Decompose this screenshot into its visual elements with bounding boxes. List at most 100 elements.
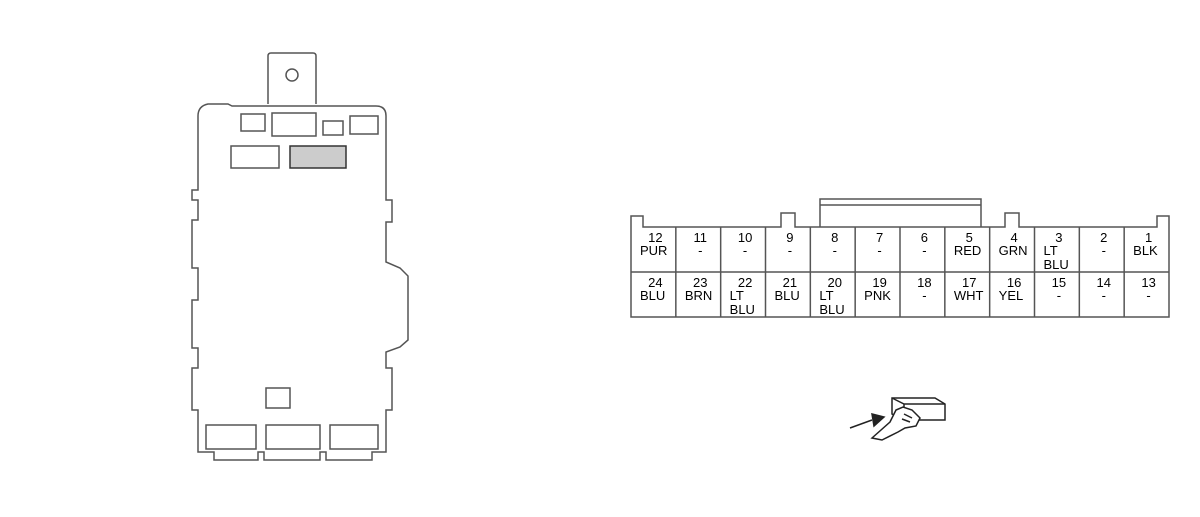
pin-number: 16 [1007, 275, 1021, 290]
pin-wire-color: - [698, 243, 702, 258]
pin-number: 22 [738, 275, 752, 290]
pin-wire-color: - [833, 243, 837, 258]
pin-cell-15: 15- [1052, 275, 1066, 303]
highlighted-connector [289, 145, 347, 169]
pin-number: 18 [917, 275, 931, 290]
housing-slot-5 [230, 145, 280, 169]
pin-number: 8 [831, 230, 838, 245]
pin-number: 14 [1097, 275, 1111, 290]
pin-wire-color: BLU [640, 288, 665, 303]
pin-wire-color: BLU [775, 288, 800, 303]
pin-wire-color: - [1057, 288, 1061, 303]
pin-number: 10 [738, 230, 752, 245]
connector-face [630, 198, 1170, 318]
pin-wire-color: WHT [954, 288, 984, 303]
pin-wire-color: RED [954, 243, 981, 258]
housing-outline [191, 103, 409, 461]
pin-number: 1 [1145, 230, 1152, 245]
housing-slot-2 [271, 112, 317, 137]
mounting-hole [285, 68, 299, 82]
pin-wire-color: BLK [1133, 243, 1158, 258]
view-arrow-head [871, 412, 886, 428]
mounting-tab [267, 52, 317, 104]
pin-number: 4 [1010, 230, 1017, 245]
pin-wire-color: - [1102, 288, 1106, 303]
pin-wire-color: - [922, 288, 926, 303]
pin-number: 17 [962, 275, 976, 290]
housing-slot-3 [322, 120, 344, 136]
pin-cell-18: 18- [917, 275, 931, 303]
pin-number: 3 [1055, 230, 1062, 245]
housing-slot-7 [205, 424, 257, 450]
pin-number: 2 [1100, 230, 1107, 245]
pin-wire-color: LT [1044, 243, 1058, 258]
pin-wire-color: BLU [819, 302, 844, 317]
hand-icon [870, 406, 921, 441]
pin-cell-7: 7- [876, 230, 883, 258]
pin-cell-8: 8- [831, 230, 838, 258]
hand-finger-lines [901, 413, 913, 423]
connector-icon-body [891, 397, 946, 421]
connector-outline [630, 212, 1170, 318]
pin-number: 24 [648, 275, 662, 290]
pin-number: 13 [1141, 275, 1155, 290]
pin-wire-color: - [1102, 243, 1106, 258]
pin-number: 23 [693, 275, 707, 290]
pin-cell-9: 9- [786, 230, 793, 258]
pin-number: 20 [828, 275, 842, 290]
pin-number: 9 [786, 230, 793, 245]
pin-wire-color: BLU [1044, 257, 1069, 272]
pin-wire-color: YEL [999, 288, 1024, 303]
pin-cell-11: 11- [694, 230, 708, 258]
housing-slot-9 [329, 424, 379, 450]
pin-wire-color: BLU [730, 302, 755, 317]
pin-wire-color: PNK [864, 288, 891, 303]
pin-number: 5 [966, 230, 973, 245]
housing-slot-1 [240, 113, 266, 132]
pin-wire-color: BRN [685, 288, 712, 303]
pin-number: 6 [921, 230, 928, 245]
pin-wire-color: - [788, 243, 792, 258]
pin-cell-13: 13- [1141, 275, 1155, 303]
connector-lock [819, 198, 982, 227]
pin-wire-color: - [877, 243, 881, 258]
pin-number: 11 [694, 230, 708, 245]
pin-wire-color: - [922, 243, 926, 258]
terminal-side-view-icon [849, 397, 946, 441]
pin-number: 21 [783, 275, 797, 290]
pin-number: 7 [876, 230, 883, 245]
pin-wire-color: PUR [640, 243, 667, 258]
control-unit-housing [191, 52, 409, 461]
pin-number: 19 [872, 275, 886, 290]
pin-number: 12 [648, 230, 662, 245]
pin-cell-2: 2- [1100, 230, 1107, 258]
pin-cell-10: 10- [738, 230, 752, 258]
pin-wire-color: LT [730, 288, 744, 303]
pin-cell-14: 14- [1097, 275, 1111, 303]
pin-wire-color: - [743, 243, 747, 258]
housing-slot-8 [265, 424, 321, 450]
pin-wire-color: LT [819, 288, 833, 303]
pin-wire-color: GRN [999, 243, 1028, 258]
view-arrow [849, 419, 873, 429]
pin-wire-color: - [1146, 288, 1150, 303]
pin-number: 15 [1052, 275, 1066, 290]
housing-slot-6 [265, 387, 291, 409]
pin-cell-6: 6- [921, 230, 928, 258]
housing-slot-4 [349, 115, 379, 135]
